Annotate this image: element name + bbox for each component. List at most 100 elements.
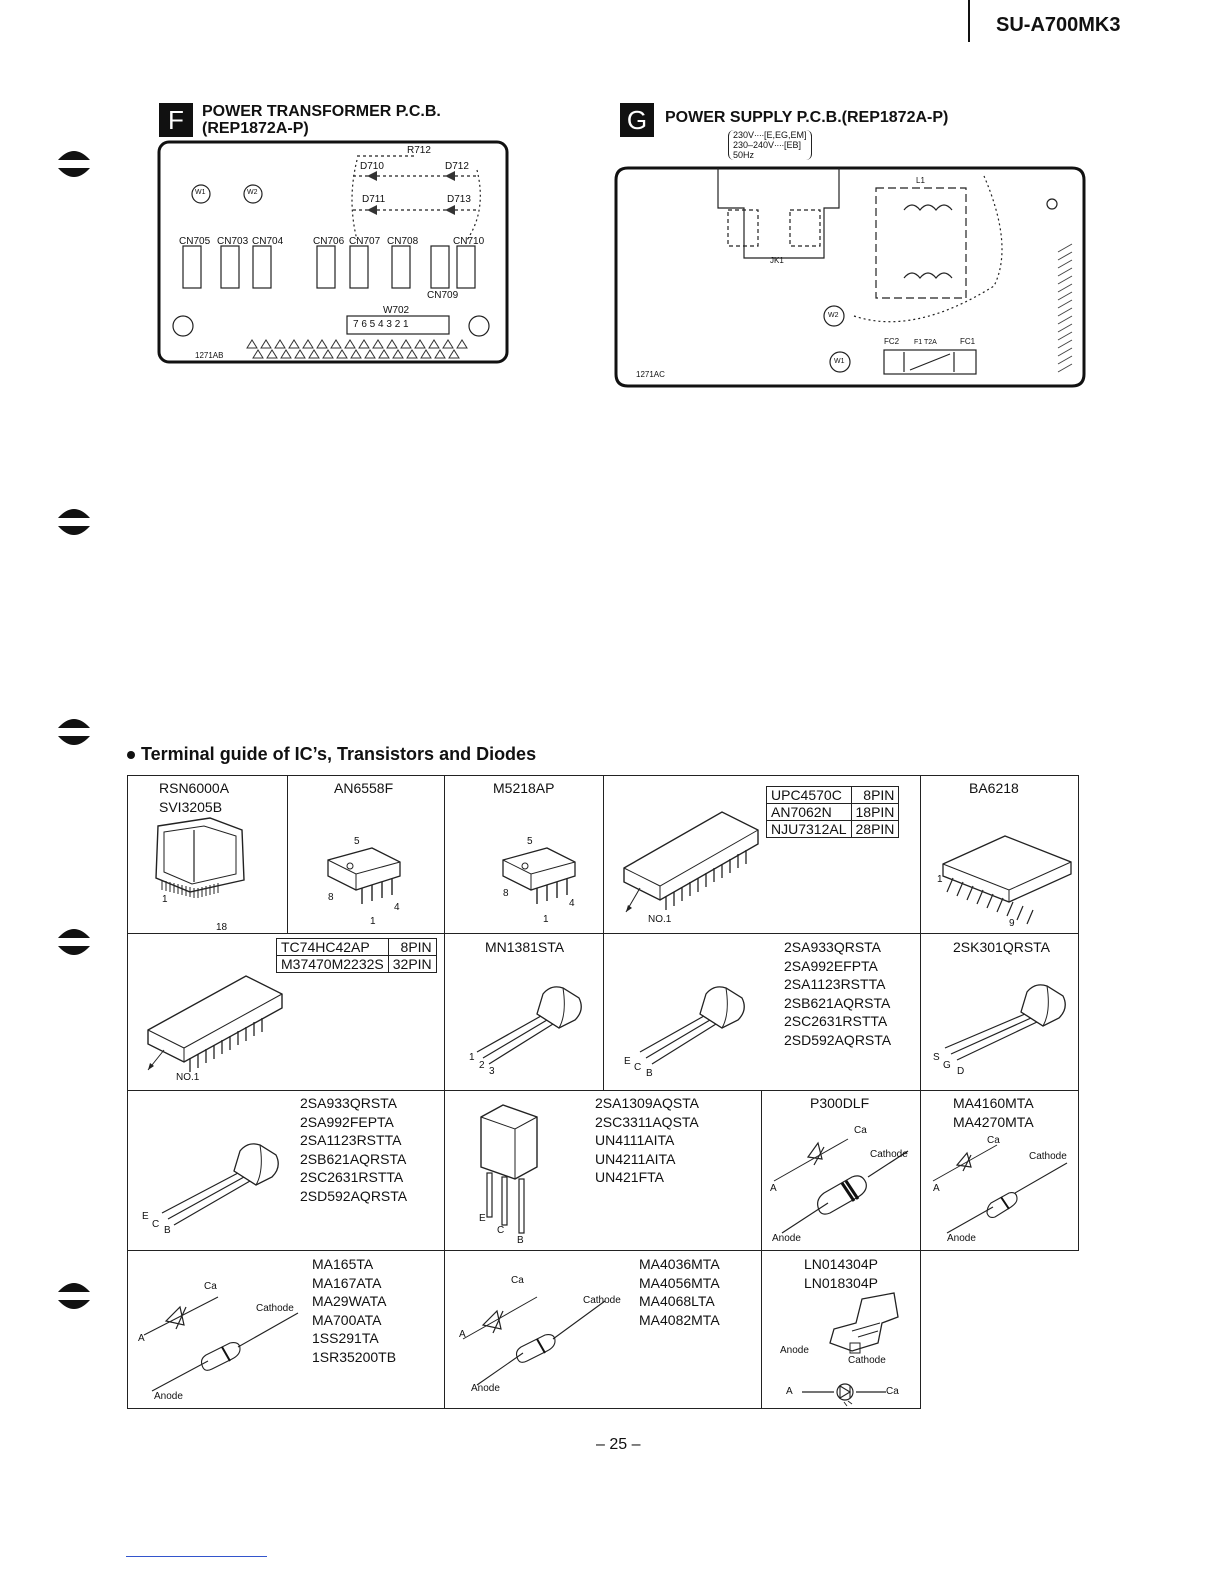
label-r712: R712: [407, 145, 431, 156]
cathode-label: Cathode: [256, 1303, 294, 1314]
dip-ic-icon: [623, 811, 759, 913]
cathode-short-label: Ca: [987, 1135, 1000, 1146]
cell-2sk301qrsta: 2SK301QRSTA S G D: [920, 933, 1079, 1091]
part-name: LN014304P: [804, 1256, 878, 1272]
binder-hole-icon: [58, 1283, 90, 1309]
part-name: 2SC3311AQSTA: [595, 1113, 699, 1130]
part-name: 2SA933QRSTA: [300, 1095, 398, 1111]
anode-short-label: A: [138, 1333, 145, 1344]
pin-label: 2: [479, 1060, 485, 1071]
cell-p300dlf: P300DLF Ca Cathode A Anode: [761, 1090, 921, 1251]
label-cn705: CN705: [179, 236, 211, 247]
terminal-guide-title: Terminal guide of IC’s, Transistors and …: [127, 744, 536, 765]
fet-to92-icon: [944, 984, 1066, 1061]
diode-icon: [143, 1296, 299, 1392]
pin-last: 18: [216, 922, 228, 933]
section-g-title: POWER SUPPLY P.C.B.(REP1872A-P): [665, 109, 949, 126]
pin-label: 8: [503, 888, 509, 899]
part-name: 2SA1123RSTTA: [300, 1132, 402, 1149]
part-name: 1SS291TA: [312, 1330, 379, 1347]
cell-diode-group-2: MA4036MTA MA4056MTA MA4068LTA MA4082MTA …: [444, 1250, 762, 1409]
part-name: MA4082MTA: [639, 1311, 720, 1328]
cathode-label: Cathode: [848, 1355, 886, 1366]
cell-led: LN014304P LN018304P Anode Cathode A Ca: [761, 1250, 921, 1409]
label-w2-g: W2: [828, 312, 839, 319]
anode-short-label: A: [786, 1386, 793, 1397]
part-name: RSN6000A: [159, 780, 230, 796]
part-name: 2SD592AQRSTA: [300, 1187, 408, 1204]
label-cn707: CN707: [349, 236, 381, 247]
no1-label: NO.1: [648, 914, 672, 925]
cell-transistor-group-2: 2SA933QRSTA 2SA992FEPTA 2SA1123RSTTA 2SB…: [127, 1090, 445, 1251]
no1-label: NO.1: [176, 1072, 200, 1083]
part-list: 2SA1309AQSTA 2SC3311AQSTA UN4111AITA UN4…: [595, 1094, 699, 1187]
part-list: LN014304P LN018304P: [804, 1255, 878, 1292]
part-name: P300DLF: [810, 1095, 870, 1111]
part-name: MA4068LTA: [639, 1293, 715, 1310]
pin-label: 8: [328, 892, 334, 903]
binder-hole-icon: [58, 719, 90, 745]
transistor-to92-icon: [476, 986, 582, 1065]
binder-hole-icon: [58, 151, 90, 177]
pin-label: 4: [569, 898, 575, 909]
cathode-short-label: Ca: [204, 1281, 217, 1292]
bottom-rule: [126, 1556, 267, 1557]
label-cn710: CN710: [453, 236, 485, 247]
cell-transistor-group-1: 2SA933QRSTA 2SA992EFPTA 2SA1123RSTTA 2SB…: [603, 933, 921, 1091]
pcb-g-code: 1271AC: [636, 370, 665, 379]
label-w702-pins: 7 6 5 4 3 2 1: [353, 319, 409, 330]
pin-label: 1: [543, 914, 549, 925]
part-name: MA4036MTA: [639, 1256, 720, 1272]
part-name: SVI3205B: [159, 798, 223, 815]
part-name: 2SK301QRSTA: [953, 939, 1051, 955]
pin-label: 3: [489, 1066, 495, 1077]
cathode-short-label: Ca: [886, 1386, 899, 1397]
led-symbol-icon: [802, 1383, 886, 1407]
cathode-short-label: Ca: [511, 1275, 524, 1286]
cathode-short-label: Ca: [854, 1125, 867, 1136]
part-name: UN4111AITA: [595, 1132, 675, 1149]
ic-name: TC74HC42AP: [276, 938, 389, 956]
part-name: MA4270MTA: [953, 1113, 1034, 1130]
dip8-ic-icon: [502, 847, 576, 904]
label-cn708: CN708: [387, 236, 419, 247]
label-d711: D711: [362, 194, 386, 205]
pin-e: E: [479, 1213, 486, 1224]
cell-diode-group-1: MA165TA MA167ATA MA29WATA MA700ATA 1SS29…: [127, 1250, 445, 1409]
section-f-title-line1: POWER TRANSFORMER P.C.B.: [202, 103, 441, 120]
anode-label: Anode: [772, 1233, 801, 1244]
label-w2: W2: [247, 189, 258, 196]
cell-m5218ap: M5218AP 5 8 1 4: [444, 775, 604, 934]
anode-label: Anode: [947, 1233, 976, 1244]
led-package-icon: [829, 1292, 899, 1354]
diode-icon: [932, 1144, 1068, 1234]
diode-icon: [773, 1138, 909, 1234]
part-name: 2SB621AQRSTA: [300, 1150, 407, 1167]
binder-hole-icon: [58, 509, 90, 535]
cathode-label: Cathode: [1029, 1151, 1067, 1162]
label-cn704: CN704: [252, 236, 284, 247]
ic-name: NJU7312AL: [766, 820, 852, 838]
pin-count: 18PIN: [850, 803, 900, 821]
label-w1-g: W1: [834, 358, 845, 365]
pcb-f-outline: [157, 140, 509, 364]
part-name: 2SA1309AQSTA: [595, 1095, 700, 1111]
ic-name: M37470M2232S: [276, 955, 389, 973]
part-name: 2SC2631RSTTA: [300, 1169, 404, 1186]
section-f-title-line2: (REP1872A-P): [202, 120, 309, 137]
pin-c: C: [634, 1062, 642, 1073]
section-g-letter: G: [620, 103, 654, 137]
pin-label: 1: [469, 1052, 475, 1063]
part-name: LN018304P: [804, 1274, 878, 1291]
sip-ic-icon: [942, 835, 1072, 925]
cell-an6558f: AN6558F 5 8 1 4: [287, 775, 445, 934]
part-name: BA6218: [969, 780, 1019, 796]
part-name: M5218AP: [493, 780, 555, 796]
pin-d: D: [957, 1066, 965, 1077]
page-number: – 25 –: [596, 1436, 641, 1453]
